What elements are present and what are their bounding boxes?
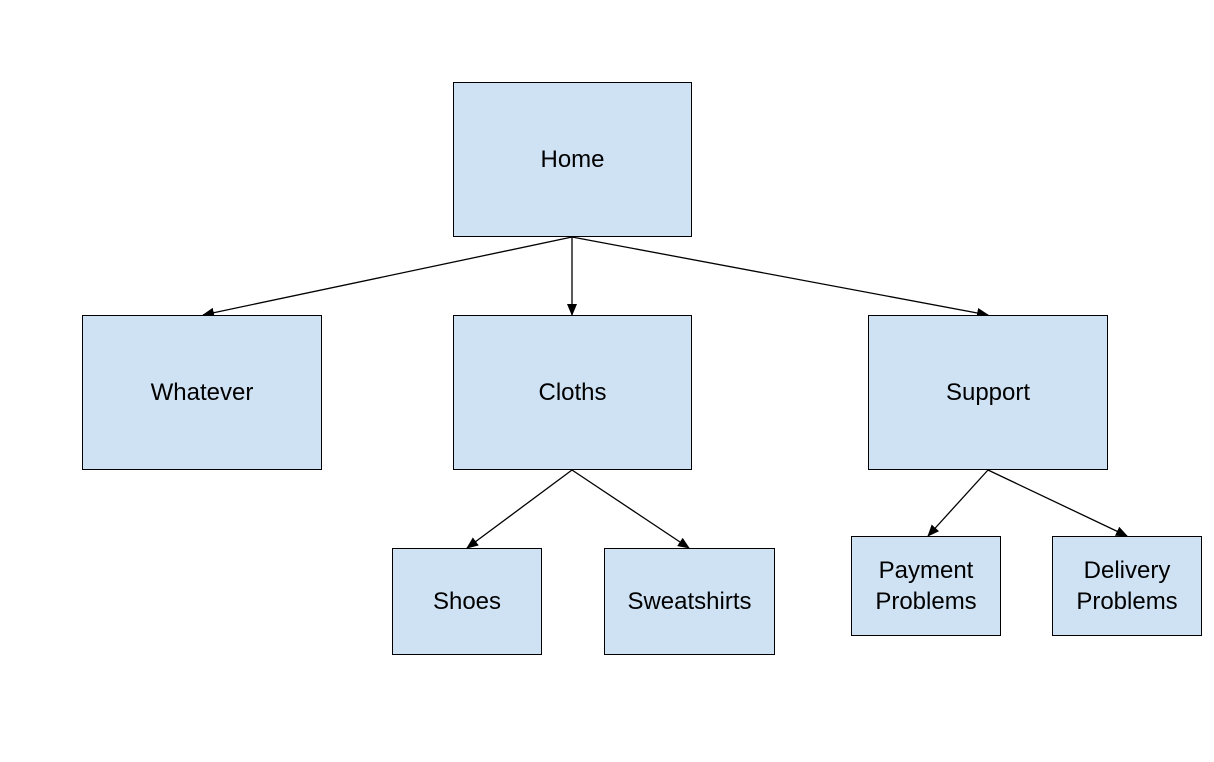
node-label: Payment Problems bbox=[875, 557, 977, 615]
node-shoes[interactable]: Shoes bbox=[392, 548, 542, 655]
node-cloths[interactable]: Cloths bbox=[453, 315, 692, 470]
edge-home-whatever bbox=[202, 236, 573, 318]
edge-support-payment bbox=[927, 469, 989, 537]
node-payment-problems[interactable]: Payment Problems bbox=[851, 536, 1001, 636]
node-whatever[interactable]: Whatever bbox=[82, 315, 322, 470]
node-label: Whatever bbox=[150, 379, 254, 406]
node-home[interactable]: Home bbox=[453, 82, 692, 237]
edge-support-delivery bbox=[987, 469, 1128, 537]
node-label: Support bbox=[945, 379, 1031, 406]
node-label: Cloths bbox=[538, 379, 607, 406]
node-sweatshirts[interactable]: Sweatshirts bbox=[604, 548, 775, 655]
node-label: Sweatshirts bbox=[627, 588, 752, 615]
node-label: Shoes bbox=[432, 588, 502, 615]
node-label: Home bbox=[540, 146, 605, 173]
edge-cloths-sweatshirts bbox=[571, 469, 690, 549]
edge-home-support bbox=[571, 236, 989, 318]
node-support[interactable]: Support bbox=[868, 315, 1108, 470]
edge-cloths-shoes bbox=[466, 469, 573, 549]
node-label: Delivery Problems bbox=[1076, 557, 1178, 615]
node-delivery-problems[interactable]: Delivery Problems bbox=[1052, 536, 1202, 636]
